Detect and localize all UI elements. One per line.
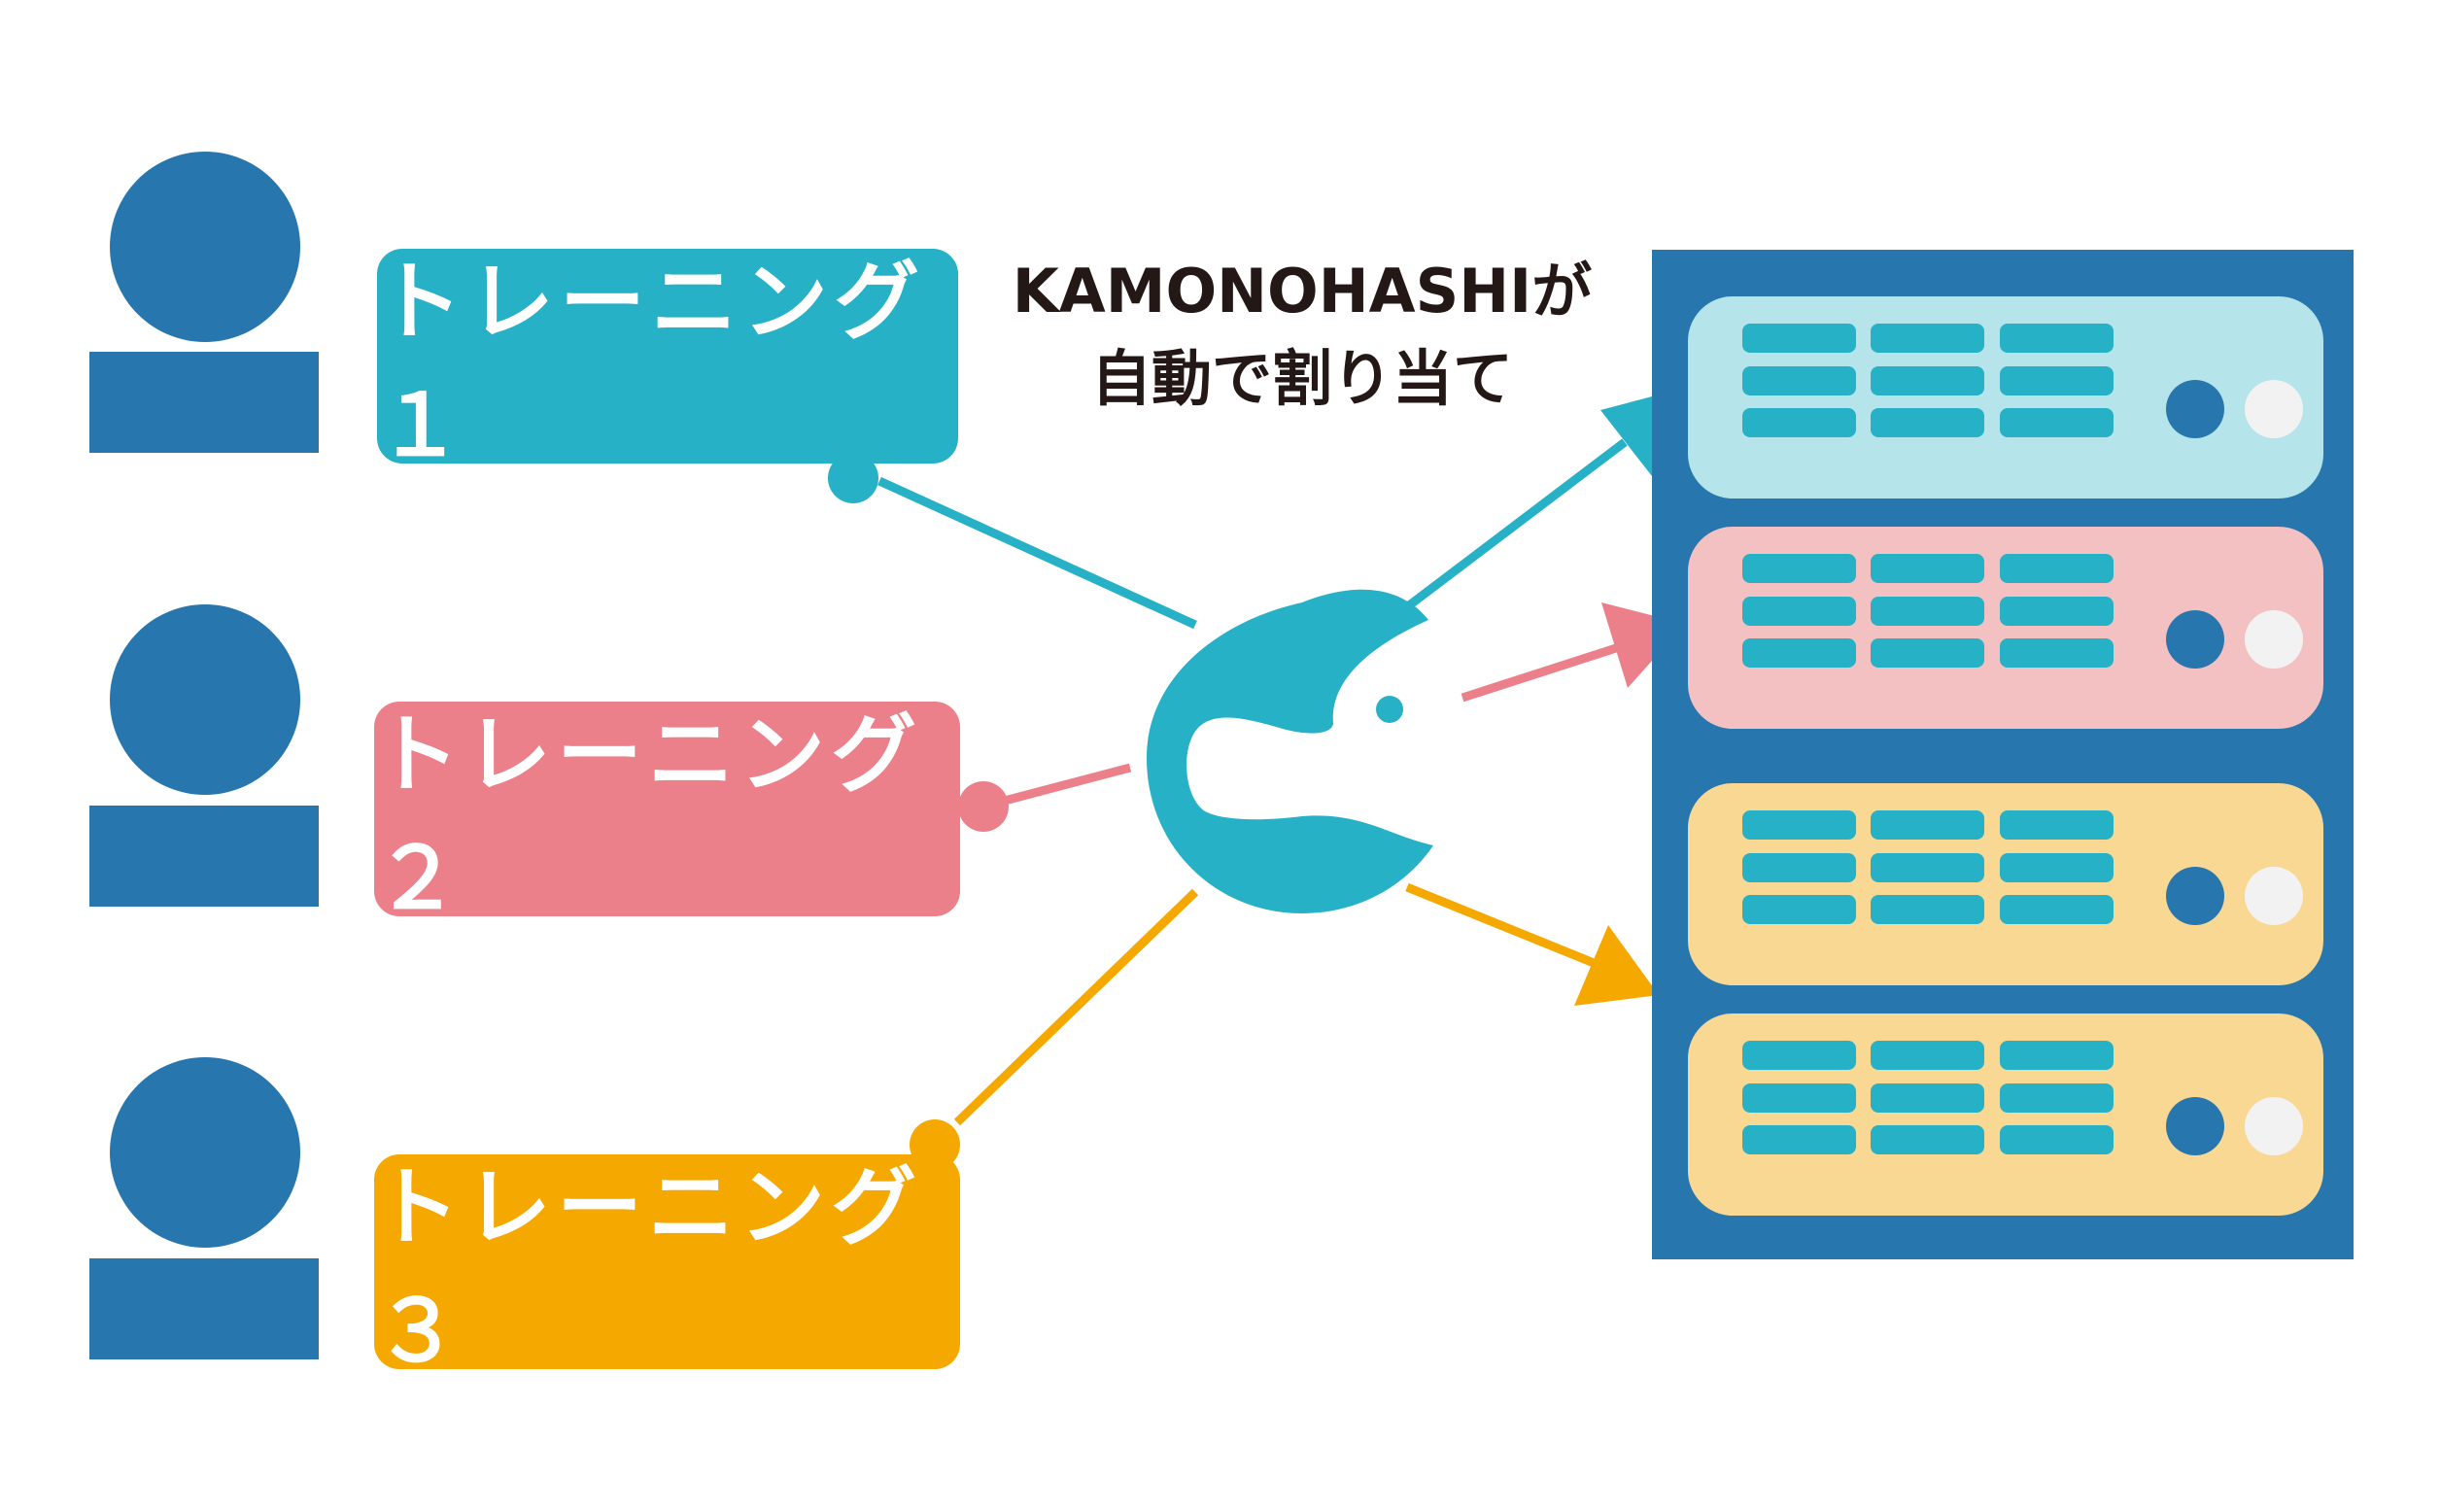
training-job-3: トレーニング３ <box>374 1154 960 1381</box>
power-led-icon <box>2245 380 2303 438</box>
server-vent <box>2000 638 2114 668</box>
arrow-to-server3-head <box>1574 925 1659 1006</box>
server-vent <box>1742 1041 1856 1070</box>
server-vent <box>1871 810 1984 840</box>
server-vent <box>1742 1125 1856 1154</box>
server-vent <box>2000 1083 2114 1113</box>
person-icon <box>110 604 300 795</box>
server-vent <box>2000 324 2114 353</box>
arrow-to-server2-line <box>1461 643 1618 703</box>
job2-connector-dot <box>958 781 1009 832</box>
server-vent <box>1871 638 1984 668</box>
server-vent <box>1871 1125 1984 1154</box>
server-vent <box>1742 554 1856 583</box>
server-vent <box>1742 638 1856 668</box>
arrow-to-server1-line <box>1393 438 1628 619</box>
person-body <box>89 1258 319 1359</box>
server-vent <box>1871 324 1984 353</box>
job1-connector-dot <box>828 453 878 503</box>
server-vent <box>1742 895 1856 924</box>
server-vent <box>2000 366 2114 395</box>
power-led-icon <box>2245 610 2303 669</box>
server-vent <box>1871 554 1984 583</box>
server-vent <box>1871 366 1984 395</box>
power-led-icon <box>2245 1097 2303 1155</box>
server-vent <box>1871 597 1984 626</box>
allocation-caption: KAMONOHASHIが 自動で割り当て <box>981 248 1623 423</box>
server-vent <box>2000 853 2114 882</box>
server-vent <box>1871 1041 1984 1070</box>
server-vent <box>1871 895 1984 924</box>
server-vent <box>2000 810 2114 840</box>
server-vent <box>2000 554 2114 583</box>
job3-to-logo-line <box>953 888 1199 1126</box>
training-job-2: トレーニング２ <box>374 702 960 928</box>
server-vent <box>1871 1083 1984 1113</box>
training-job-1: トレーニング１ <box>377 249 958 475</box>
status-led-icon <box>2166 610 2224 669</box>
caption-line-2: 自動で割り当て <box>1090 343 1513 414</box>
person-body <box>89 806 319 907</box>
kamonohashi-logo-icon <box>1147 589 1433 913</box>
server-vent <box>2000 895 2114 924</box>
server-vent <box>1742 408 1856 437</box>
job1-to-logo-line <box>877 476 1197 630</box>
caption-line-1: KAMONOHASHIが <box>1012 256 1593 326</box>
person-icon <box>110 152 300 342</box>
server-vent <box>2000 1041 2114 1070</box>
person-icon <box>110 1057 300 1248</box>
server-vent <box>1742 324 1856 353</box>
power-led-icon <box>2245 867 2303 925</box>
status-led-icon <box>2166 1097 2224 1155</box>
job2-to-logo-line <box>999 763 1132 807</box>
status-led-icon <box>2166 867 2224 925</box>
server-vent <box>1871 408 1984 437</box>
server-vent <box>1742 810 1856 840</box>
server-vent <box>2000 1125 2114 1154</box>
arrow-to-server3-line <box>1405 882 1605 972</box>
server-vent <box>1742 597 1856 626</box>
server-vent <box>2000 408 2114 437</box>
person-body <box>89 352 319 453</box>
server-vent <box>2000 597 2114 626</box>
server-vent <box>1742 366 1856 395</box>
server-vent <box>1871 853 1984 882</box>
server-vent <box>1742 1083 1856 1113</box>
status-led-icon <box>2166 380 2224 438</box>
arrow-to-server1-head <box>1600 396 1652 476</box>
server-vent <box>1742 853 1856 882</box>
